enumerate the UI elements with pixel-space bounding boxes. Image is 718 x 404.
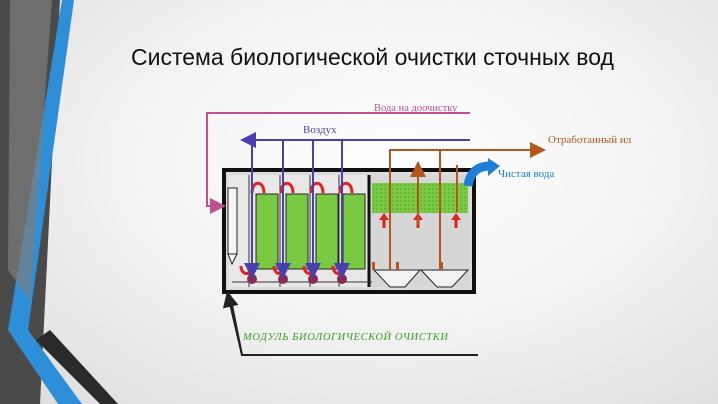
module-pointer-arrow — [222, 291, 243, 356]
inlet-column — [227, 187, 238, 255]
bubble-3 — [308, 274, 318, 284]
circulation-arrow-top-3 — [309, 181, 325, 194]
settler-media-texture — [372, 183, 468, 213]
slide-title: Система биологической очистки сточных во… — [131, 44, 614, 70]
media-block-4 — [342, 193, 366, 270]
circulation-arrow-top-2 — [279, 181, 295, 194]
circulation-arrow-top-4 — [338, 181, 354, 194]
hopper-2 — [419, 269, 470, 288]
clean-water-arrow — [463, 161, 491, 187]
up-arrow-3-head — [451, 213, 461, 220]
media-block-1 — [255, 193, 279, 270]
up-arrow-1-head — [379, 213, 389, 220]
gray-edge-stripe — [8, 0, 52, 300]
sludge-intake-2 — [396, 262, 399, 270]
label-water-retreatment: Вода на доочистку — [374, 103, 458, 114]
blue-edge-stripe — [8, 0, 82, 404]
sludge-line-main — [389, 142, 546, 270]
hopper-1 — [372, 269, 422, 288]
label-exhaust-sludge: Отработанный ил — [548, 134, 632, 146]
dark-bottom-stripe — [36, 330, 118, 404]
clean-water-arrow-head — [488, 158, 500, 176]
bubble-1 — [247, 274, 257, 284]
retreatment-line — [206, 112, 470, 214]
label-clean-water: Чистая вода — [498, 168, 554, 180]
label-module: МОДУЛЬ БИОЛОГИЧЕСКОЙ ОЧИСТКИ — [242, 331, 449, 343]
inlet-column-tip — [227, 253, 238, 266]
sludge-intake-3 — [440, 262, 443, 270]
media-block-3 — [315, 193, 339, 270]
bubble-2 — [278, 274, 288, 284]
media-block-2 — [285, 193, 309, 270]
sludge-intake-1 — [372, 262, 375, 270]
label-air: Воздух — [303, 124, 337, 136]
bubble-4 — [337, 274, 347, 284]
module-pointer-line — [229, 294, 478, 356]
